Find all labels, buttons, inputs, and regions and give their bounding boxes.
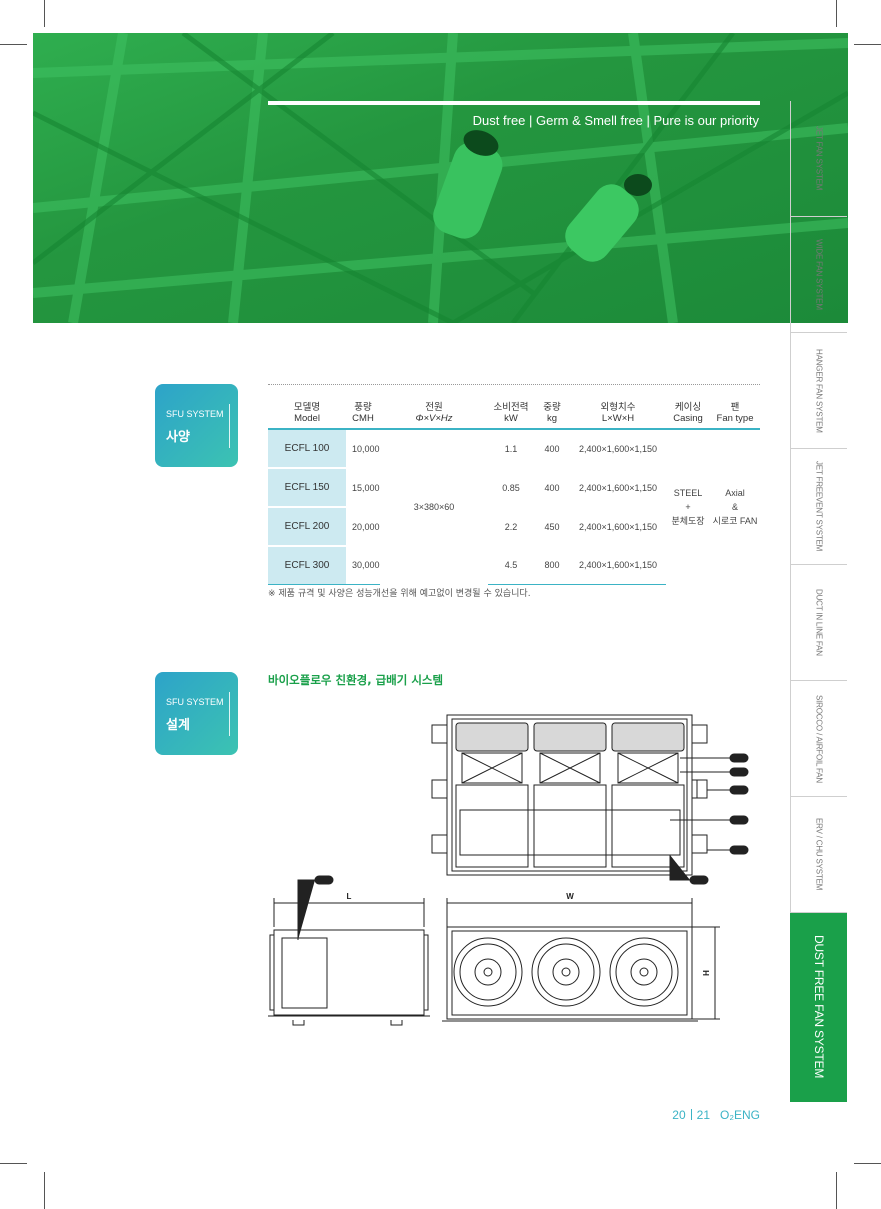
side-nav-label: ERV / CHU SYSTEM [814,818,824,891]
table-row: ECFL 200 20,000 2.2 450 2,400×1,600×1,15… [268,507,760,547]
cell-model: ECFL 300 [268,546,346,585]
cell-model: ECFL 100 [268,429,346,469]
cell-kg: 450 [544,521,560,532]
cell-casing: STEEL+분체도장 [671,488,705,527]
side-nav-label: JET FREEVENT SYSTEM [814,461,824,552]
callout-4: 4 [737,757,741,763]
crop-mark [44,0,45,27]
side-nav-hanger-fan[interactable]: HANGER FAN SYSTEM [790,333,847,449]
side-nav-label: DUST FREE FAN SYSTEM [812,935,826,1079]
cell-model: ECFL 200 [268,507,346,547]
cell-dimensions: 2,400×1,600×1,150 [578,521,658,532]
cell-fan-type: Axial&시로코 FAN [712,488,758,527]
table-row: ECFL 100 10,000 3×380×60 1.1 400 2,400×1… [268,429,760,526]
badge-title: 사양 [166,430,190,445]
dimension-l-label: L [347,892,352,901]
side-nav-wide-fan[interactable]: WIDE FAN SYSTEM [790,217,847,333]
right-page-number: 21 [696,1108,710,1122]
cell-model: ECFL 150 [268,468,346,508]
spec-note: ※ 제품 규격 및 사양은 성능개선을 위해 예고없이 변경될 수 있습니다. [268,589,531,599]
badge-system-label: SFU SYSTEM [166,697,224,707]
crop-mark [836,0,837,27]
callout-1: 1 [322,879,326,885]
cell-cmh: 30,000 [346,546,380,585]
side-nav-erv-chu[interactable]: ERV / CHU SYSTEM [790,797,847,913]
badge-system-label: SFU SYSTEM [166,409,224,419]
side-nav-label: JET FAN SYSTEM [814,126,824,191]
table-top-rule [268,384,760,385]
badge-title: 설계 [166,718,190,733]
crop-mark [854,44,881,45]
table-row: ECFL 300 30,000 4.5 800 2,400×1,600×1,15… [268,546,760,585]
technical-drawing: 4 3 6 5 7 2 1 L W H [268,714,749,1026]
side-nav-label: SIROCCO / AIRFOIL FAN [814,694,824,783]
cell-kw: 0.85 [502,482,520,493]
callout-5: 5 [737,819,741,825]
callouts [297,753,749,940]
badge-divider [229,404,230,448]
side-nav-label: DUCT IN LINE FAN [814,589,824,656]
side-nav-sirocco[interactable]: SIROCCO / AIRFOIL FAN [790,681,847,797]
page-number: 20 21 O₂ENG [672,1108,760,1122]
cell-kw: 1.1 [504,444,518,454]
hero-tagline: Dust free | Germ & Smell free | Pure is … [472,113,759,128]
dimension-w-label: W [566,892,574,901]
side-nav-jet-fan[interactable]: JET FAN SYSTEM [790,101,847,217]
left-page-number: 20 [672,1108,686,1122]
hero-image [33,33,848,323]
callout-7: 7 [737,849,741,855]
cell-cmh: 15,000 [352,482,380,493]
dimension-h-label: H [701,970,710,976]
cell-power: 3×380×60 [413,502,455,513]
cell-kg: 400 [544,482,560,493]
page-separator [690,1109,692,1120]
cell-dimensions: 2,400×1,600×1,150 [578,482,658,493]
design-badge: SFU SYSTEM 설계 [155,672,238,755]
side-view [268,898,430,1026]
crop-mark [44,1172,45,1209]
callout-2: 2 [697,879,701,885]
tagline-rule [268,101,760,105]
jet-fan-illustration [433,130,652,262]
crop-mark [854,1163,881,1164]
side-nav-label: WIDE FAN SYSTEM [814,239,824,310]
badge-divider [229,692,230,736]
cell-cmh: 20,000 [352,521,380,532]
design-title: 바이오플로우 친환경, 급배기 시스템 [268,673,444,687]
side-nav-duct-in-line[interactable]: DUCT IN LINE FAN [790,565,847,681]
cell-dimensions: 2,400×1,600×1,150 [570,546,666,585]
callout-3: 3 [737,771,741,777]
front-view [442,898,720,1022]
brand-logo: O₂ENG [720,1108,760,1122]
cell-kw: 2.2 [504,521,518,532]
cell-kg: 800 [534,546,570,585]
spec-badge: SFU SYSTEM 사양 [155,384,238,467]
crop-mark [836,1172,837,1209]
side-nav-label: HANGER FAN SYSTEM [814,348,824,433]
cell-cmh: 10,000 [352,444,380,454]
cell-kg: 400 [544,444,560,454]
top-view [431,714,708,876]
crop-mark [0,44,27,45]
callout-6: 6 [737,789,741,795]
side-nav-dust-free[interactable]: DUST FREE FAN SYSTEM [790,913,847,1102]
table-row: ECFL 150 15,000 0.85 400 2,400×1,600×1,1… [268,468,760,508]
side-nav-jet-freevent[interactable]: JET FREEVENT SYSTEM [790,449,847,565]
cell-kw: 4.5 [488,546,534,585]
cell-dimensions: 2,400×1,600×1,150 [578,444,658,454]
crop-mark [0,1163,27,1164]
